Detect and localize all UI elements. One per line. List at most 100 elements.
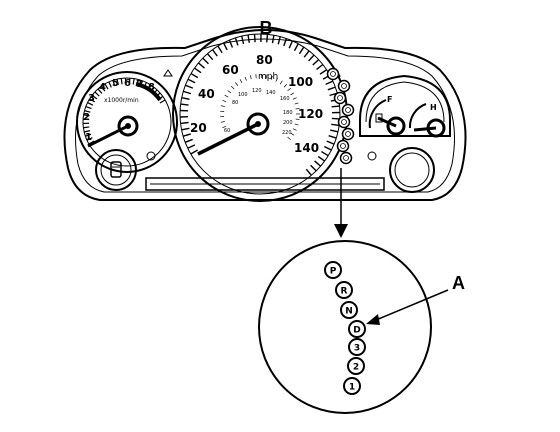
speedo-kmh-180: 180: [283, 110, 293, 116]
fuel-temp-gauges: F H: [360, 76, 450, 136]
speedo-kmh-100: 100: [238, 92, 248, 98]
speedo-tick: [248, 35, 249, 43]
gauge-window-inner: [366, 82, 444, 122]
speedo-inner-tick: [245, 77, 246, 81]
speedo-tick: [321, 152, 328, 156]
speedo-tick: [273, 35, 274, 43]
speedo-tick: [289, 41, 292, 48]
speedo-tick: [318, 156, 324, 161]
tach-tick: [86, 107, 92, 109]
speedo-tick: [267, 34, 268, 42]
speedo-inner-tick: [295, 124, 299, 125]
speedo-label-100: 100: [288, 75, 313, 89]
indicator-light-right: [368, 152, 376, 160]
tach-tick: [83, 127, 89, 128]
gear-position-label: 3: [354, 344, 360, 354]
speedo-inner-tick: [222, 100, 226, 101]
speedo-kmh-140: 140: [266, 90, 276, 96]
speedo-inner-tick: [293, 98, 297, 100]
speedo-label-140: 140: [294, 141, 319, 155]
speedo-tick: [188, 145, 195, 148]
speedo-tick: [299, 47, 303, 54]
tach-label-4: 4: [99, 82, 106, 93]
speedo-tick: [326, 81, 333, 84]
speedo-kmh-220: 220: [282, 130, 292, 136]
fuel-full-label: F: [387, 95, 392, 104]
magnify-arrow-head: [334, 224, 348, 238]
callout-a-leader: [376, 290, 448, 320]
speedo-inner-tick: [291, 93, 294, 95]
speedo-tick: [182, 98, 190, 100]
cluster-gear-light: [341, 153, 352, 164]
speedo-label-80: 80: [256, 53, 273, 67]
gear-position-label: 1: [349, 383, 355, 393]
speedo-tick: [235, 38, 237, 46]
tach-label-3: 3: [88, 93, 95, 104]
speedo-tick: [191, 150, 198, 154]
speedo-tick: [328, 87, 336, 90]
tach-tick: [121, 78, 122, 84]
speedo-tick: [315, 161, 321, 166]
speedo-inner-tick: [231, 86, 234, 89]
tach-caption: x1000r/min: [104, 97, 139, 104]
speedo-tick: [324, 146, 331, 150]
speedo-tick: [182, 128, 190, 130]
speedo-label-20: 20: [190, 121, 207, 135]
speedo-tick: [185, 85, 192, 88]
speedo-tick: [207, 54, 212, 60]
speedo-tick: [278, 37, 280, 45]
speedo-inner-tick: [235, 82, 237, 85]
right-warning-window-inner: [395, 153, 429, 187]
tach-label-5: 5: [112, 78, 119, 89]
speedo-tick: [194, 68, 201, 73]
speedo-tick: [294, 44, 298, 51]
speedo-tick: [306, 169, 311, 175]
gear-position-label: D: [353, 326, 360, 336]
tach-tick: [133, 79, 134, 85]
speedo-tick: [320, 70, 327, 74]
speedo-tick: [330, 130, 338, 132]
temp-hot-label: H: [430, 103, 437, 112]
speedo-tick: [218, 46, 222, 53]
speedo-tick: [181, 123, 189, 124]
speedo-inner-tick: [228, 90, 231, 92]
speedo-tick: [255, 34, 256, 42]
speedo-tick: [331, 124, 339, 125]
speedo-kmh-200: 200: [283, 120, 293, 126]
speedo-tick: [224, 43, 228, 50]
speedo-tick: [198, 63, 204, 68]
tach-tick: [160, 100, 165, 103]
speedo-tick: [181, 104, 189, 105]
callout-a-arrowhead: [366, 314, 380, 325]
speedo-tick: [304, 51, 309, 57]
speedo-tick: [203, 58, 209, 64]
cluster-gear-light: [339, 117, 350, 128]
cluster-gear-light: [343, 129, 354, 140]
speedo-tick: [188, 79, 195, 82]
speedometer: 20 40 60 80 100 120 140 mph 60 80 100 12…: [173, 27, 347, 201]
speedo-label-40: 40: [198, 87, 215, 101]
speedo-label-120: 120: [298, 107, 323, 121]
speedo-kmh-160: 160: [280, 96, 290, 102]
gear-position-label: N: [345, 307, 353, 317]
gear-position-label: 2: [353, 363, 359, 373]
tach-label-1: 1: [85, 132, 92, 143]
speedo-tick: [242, 36, 244, 44]
speedo-inner-tick: [221, 106, 225, 107]
turn-signal-left-icon: [164, 70, 172, 76]
speedo-inner-tick: [293, 129, 297, 131]
speedo-inner-tick: [221, 121, 225, 122]
speedo-tick: [332, 106, 340, 107]
speedo-tick: [229, 40, 232, 47]
cluster-gear-light: [335, 93, 346, 104]
speedo-inner-tick: [280, 81, 282, 84]
speedo-tick: [212, 50, 217, 56]
cluster-gear-light: [338, 141, 349, 152]
speedo-unit-mph: mph: [258, 72, 278, 82]
tach-tick: [109, 82, 111, 87]
speedo-inner-tick: [284, 84, 287, 87]
tach-needle: [88, 126, 128, 146]
